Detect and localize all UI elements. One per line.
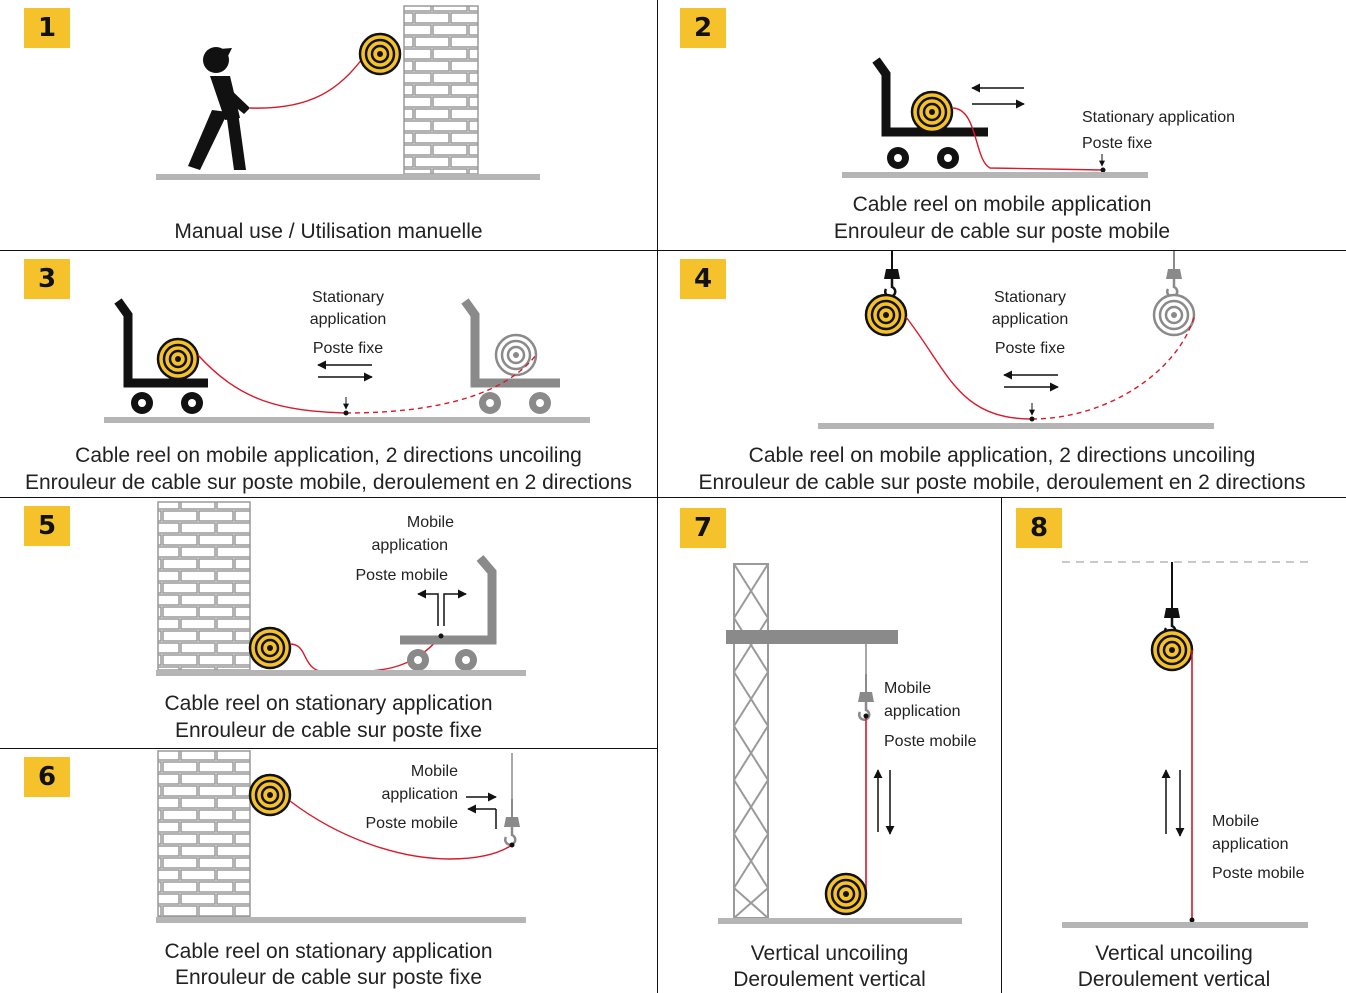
panel-5: 5 Mobile application Poste mobile Cable …: [0, 498, 657, 748]
panel-6: 6 Mobile application Poste mobile Cable …: [0, 749, 657, 993]
manual-use-illustration: [156, 5, 540, 180]
mobile-label: Mobile: [406, 514, 454, 531]
person-icon: [188, 47, 250, 170]
caption-fr: Deroulement vertical: [733, 968, 926, 991]
poste-mobile-label: Poste mobile: [355, 567, 449, 584]
stationary-reel-hook-illustration: [156, 750, 526, 923]
panel-number-badge: 7: [680, 508, 726, 548]
caption-fr: Deroulement vertical: [1077, 968, 1271, 991]
mobile-label: Mobile: [410, 763, 458, 780]
caption-en: Cable reel on mobile application: [852, 193, 1152, 216]
caption-en: Manual use / Utilisation manuelle: [174, 220, 483, 243]
panel-number-badge: 5: [24, 506, 70, 546]
panel-number-badge: 2: [680, 8, 726, 48]
application-label: application: [381, 786, 459, 803]
application-label: application: [884, 703, 961, 720]
divider-v-top: [657, 0, 658, 993]
two-direction-cart-illustration: [104, 298, 590, 423]
stationary-reel-mobile-cart-illustration: [156, 501, 526, 676]
caption-en: Vertical uncoiling: [750, 942, 909, 965]
poste-fixe-label: Poste fixe: [312, 340, 384, 357]
caption-en: Cable reel on stationary application: [164, 692, 493, 715]
crane-hook-two-direction-illustration: [818, 251, 1214, 429]
poste-fixe-label: Poste fixe: [994, 340, 1066, 357]
panel-3: 3 Stationary application Poste fixe Cabl…: [0, 251, 657, 497]
tower-crane-illustration: [718, 563, 962, 924]
panel-8: 8 Mobile application Poste mobile Vertic…: [1002, 498, 1346, 993]
stationary-label: Stationary: [311, 289, 385, 306]
caption-fr: Enrouleur de cable sur poste mobile, der…: [698, 471, 1306, 494]
mobile-label: Mobile: [884, 680, 932, 697]
divider-h-2: [0, 497, 1346, 498]
stationary-label: Stationary: [993, 289, 1067, 306]
poste-mobile-label: Poste mobile: [365, 815, 459, 832]
panel-number-badge: 3: [24, 259, 70, 299]
application-label: application: [991, 311, 1069, 328]
panel-number-badge: 6: [24, 757, 70, 797]
mobile-cart-illustration: [842, 57, 1148, 178]
caption-en: Cable reel on mobile application, 2 dire…: [75, 444, 582, 467]
divider-v-bottom-right: [1001, 497, 1002, 993]
panel-4: 4 Stationary application Poste fixe Cabl…: [658, 251, 1346, 497]
caption-fr: Enrouleur de cable sur poste mobile, der…: [24, 471, 633, 494]
caption-fr: Enrouleur de cable sur poste fixe: [174, 719, 482, 742]
caption-en: Cable reel on stationary application: [164, 940, 493, 963]
divider-h-1: [0, 250, 1346, 251]
panel-1: 1 Manual use / Utilisation manuelle: [0, 0, 657, 250]
panel-2: 2 Stationary application Poste fixe Cabl…: [658, 0, 1346, 250]
stationary-label: Stationary application: [1082, 109, 1235, 126]
application-label: application: [1212, 836, 1289, 853]
poste-fixe-label: Poste fixe: [1082, 135, 1153, 152]
panel-number-badge: 4: [680, 259, 726, 299]
panel-number-badge: 8: [1016, 508, 1062, 548]
caption-fr: Enrouleur de cable sur poste mobile: [833, 220, 1171, 243]
caption-en: Vertical uncoiling: [1095, 942, 1253, 965]
divider-h-3: [0, 748, 657, 749]
caption-fr: Enrouleur de cable sur poste fixe: [174, 966, 482, 989]
application-label: application: [371, 537, 449, 554]
caption-en: Cable reel on mobile application, 2 dire…: [748, 444, 1256, 467]
poste-mobile-label: Poste mobile: [884, 733, 977, 750]
panel-7: 7 Mobile application Poste mobile Vertic…: [658, 498, 1001, 993]
crane-lattice-tower: [733, 563, 769, 919]
panel-number-badge: 1: [24, 8, 70, 48]
vertical-hook-illustration: [1062, 561, 1308, 928]
poste-mobile-label: Poste mobile: [1212, 865, 1305, 882]
application-label: application: [309, 311, 387, 328]
mobile-label: Mobile: [1212, 813, 1260, 830]
